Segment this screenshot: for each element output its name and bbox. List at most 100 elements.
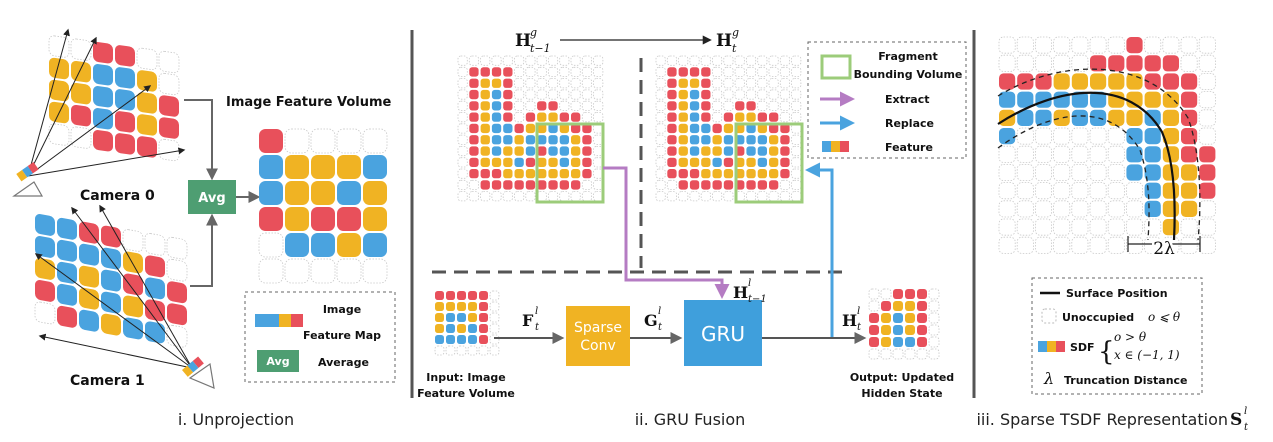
svg-text:t: t xyxy=(857,322,862,333)
empty-voxel xyxy=(536,191,547,202)
feature-voxel xyxy=(503,157,513,167)
feature-voxel xyxy=(79,265,99,288)
empty-voxel xyxy=(712,66,723,78)
legend-sdf-math2: x ∈ (−1, 1) xyxy=(1114,348,1180,362)
feature-voxel xyxy=(537,180,547,190)
empty-voxel xyxy=(1053,54,1071,72)
feature-voxel xyxy=(723,180,734,190)
empty-voxel xyxy=(678,191,689,202)
empty-voxel xyxy=(514,78,525,89)
caption-sparse-tsdf: iii. Sparse TSDF Representation S l t xyxy=(976,406,1249,433)
empty-voxel xyxy=(1016,145,1034,163)
feature-voxel xyxy=(1126,91,1143,108)
empty-voxel xyxy=(666,179,677,191)
empty-voxel xyxy=(723,89,734,100)
legend-extract-label: Extract xyxy=(885,93,930,106)
feature-voxel xyxy=(893,337,903,347)
empty-voxel xyxy=(536,89,547,100)
feature-voxel xyxy=(582,146,592,156)
feature-voxel xyxy=(115,67,135,89)
empty-voxel xyxy=(489,345,500,356)
empty-voxel xyxy=(593,89,604,100)
empty-voxel xyxy=(489,301,500,312)
legend-fragment-swatch xyxy=(820,54,852,80)
feature-voxel xyxy=(503,135,513,145)
feature-voxel xyxy=(1162,219,1179,236)
feature-voxel xyxy=(1162,91,1179,108)
feature-voxel xyxy=(93,108,113,130)
empty-voxel xyxy=(655,66,666,78)
feature-voxel xyxy=(746,135,756,145)
empty-voxel xyxy=(655,89,666,100)
feature-voxel xyxy=(123,295,143,318)
feature-voxel xyxy=(735,101,745,111)
feature-voxel xyxy=(115,45,135,67)
legend-fragment-line2: Bounding Volume xyxy=(854,68,963,81)
empty-voxel xyxy=(1107,163,1125,181)
empty-voxel xyxy=(712,191,723,202)
feature-voxel xyxy=(479,313,488,322)
feature-voxel xyxy=(480,101,490,111)
feature-voxel xyxy=(503,180,513,190)
feature-voxel xyxy=(363,233,387,257)
feature-voxel xyxy=(869,337,879,347)
sparse-conv-box xyxy=(566,306,630,366)
empty-voxel xyxy=(468,179,479,191)
feature-voxel xyxy=(480,78,490,88)
feature-voxel xyxy=(145,299,165,322)
svg-text:H: H xyxy=(733,283,748,302)
empty-voxel xyxy=(998,145,1016,163)
camera-ray xyxy=(27,85,152,177)
empty-voxel xyxy=(1126,218,1144,236)
empty-voxel xyxy=(734,89,745,100)
feature-voxel xyxy=(469,123,479,134)
feature-voxel xyxy=(701,169,711,179)
feature-voxel xyxy=(571,112,581,122)
feature-voxel xyxy=(503,169,513,179)
feature-voxel xyxy=(1162,109,1179,126)
empty-voxel xyxy=(1198,200,1216,218)
empty-voxel xyxy=(514,66,525,78)
empty-voxel xyxy=(655,179,666,191)
empty-voxel xyxy=(928,324,940,336)
feature-voxel xyxy=(548,135,558,145)
feature-voxel xyxy=(35,258,55,280)
feature-voxel xyxy=(537,169,547,179)
empty-voxel xyxy=(1053,200,1071,218)
feature-voxel xyxy=(123,317,143,340)
feature-voxel xyxy=(79,243,99,266)
legend-image-label: Image xyxy=(323,303,361,316)
gru-legend: Fragment Bounding Volume Extract Replace… xyxy=(807,41,967,159)
extract-arrow xyxy=(603,166,730,299)
feature-voxel xyxy=(469,169,479,179)
output-label-line2: Hidden State xyxy=(861,387,942,400)
empty-voxel xyxy=(768,55,779,66)
image-feature-volume-title: Image Feature Volume xyxy=(226,95,392,110)
empty-voxel xyxy=(559,55,570,66)
feature-voxel xyxy=(469,157,479,167)
feature-voxel xyxy=(1162,73,1179,90)
feature-voxel xyxy=(514,135,524,145)
empty-voxel xyxy=(559,78,570,89)
legend-sdf-math1: o > θ xyxy=(1114,330,1147,344)
feature-voxel xyxy=(537,135,547,145)
empty-voxel xyxy=(489,334,500,345)
feature-voxel xyxy=(1126,164,1143,181)
empty-voxel xyxy=(70,126,92,149)
empty-voxel xyxy=(336,258,362,284)
empty-voxel xyxy=(1071,163,1089,181)
feature-voxel xyxy=(457,291,466,300)
empty-voxel xyxy=(502,55,513,66)
empty-voxel xyxy=(880,288,892,300)
empty-voxel xyxy=(868,348,880,360)
empty-voxel xyxy=(559,100,570,111)
empty-voxel xyxy=(457,66,468,78)
legend-fragment-line1: Fragment xyxy=(878,50,938,63)
svg-text:S: S xyxy=(1230,410,1242,430)
feature-voxel xyxy=(893,325,903,335)
feature-voxel xyxy=(746,169,756,179)
feature-voxel xyxy=(667,101,677,111)
feature-voxel xyxy=(559,169,569,179)
empty-voxel xyxy=(768,100,779,111)
